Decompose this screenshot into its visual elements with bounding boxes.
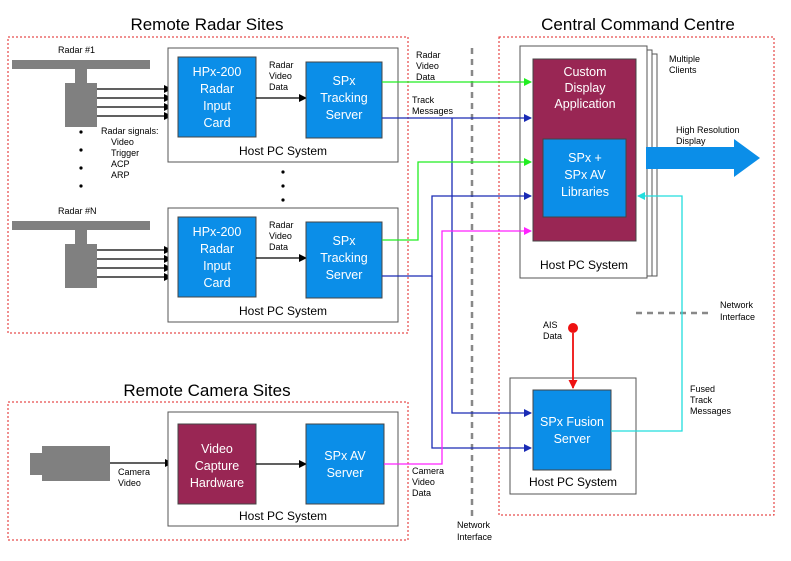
radar-video-data-label-2: Video bbox=[416, 61, 439, 71]
av-server-line-1: SPx AV bbox=[324, 449, 366, 463]
radarN-card-line-1: HPx-200 bbox=[193, 225, 242, 239]
high-res-label-1: High Resolution bbox=[676, 125, 740, 135]
radar-video-data-label-1: Radar bbox=[416, 50, 441, 60]
fused-label-3: Messages bbox=[690, 406, 732, 416]
radar1-name: Radar #1 bbox=[58, 45, 95, 55]
radar-signals-acp: ACP bbox=[111, 159, 130, 169]
remote-radar-title: Remote Radar Sites bbox=[130, 15, 283, 34]
camera-video-link bbox=[384, 227, 532, 465]
video-capture-line-3: Hardware bbox=[190, 476, 244, 490]
radar-ellipsis-dots bbox=[79, 130, 285, 202]
radar1-tracker-box bbox=[305, 61, 383, 139]
radar1-video-label-3: Data bbox=[269, 82, 288, 92]
radar1-card-line-1: HPx-200 bbox=[193, 65, 242, 79]
av-server-box bbox=[305, 423, 385, 505]
fused-label-2: Track bbox=[690, 395, 713, 405]
radarN-antenna-icon bbox=[12, 221, 150, 288]
radar1-tracker-line-3: Server bbox=[326, 108, 363, 122]
radarN-tracker-line-1: SPx bbox=[333, 234, 357, 248]
remote-radar-region bbox=[7, 36, 409, 334]
display-app-line-1: Custom bbox=[563, 65, 606, 79]
radar1-video-label-1: Radar bbox=[269, 60, 294, 70]
radar1-host-label: Host PC System bbox=[239, 144, 327, 158]
network-interface-bottom-label-2: Interface bbox=[457, 532, 492, 542]
remote-camera-region bbox=[7, 401, 409, 541]
fused-label-1: Fused bbox=[690, 384, 715, 394]
radarN-card-line-2: Radar bbox=[200, 242, 234, 256]
radarN-card-line-4: Card bbox=[203, 276, 230, 290]
radar1-card-line-4: Card bbox=[203, 116, 230, 130]
radar-signals-video: Video bbox=[111, 137, 134, 147]
radar1-card-line-2: Radar bbox=[200, 82, 234, 96]
video-capture-box bbox=[177, 423, 257, 505]
camera-video-in-label-1: Camera bbox=[118, 467, 150, 477]
ais-label-1: AIS bbox=[543, 320, 558, 330]
radar1-video-label-2: Video bbox=[269, 71, 292, 81]
radar1-tracker-line-2: Tracking bbox=[320, 91, 368, 105]
radarN-video-label-3: Data bbox=[269, 242, 288, 252]
radar1-antenna-icon bbox=[12, 60, 150, 127]
radarN-name: Radar #N bbox=[58, 206, 97, 216]
radar1-signal-arrows bbox=[97, 85, 172, 120]
radar-signals-arp: ARP bbox=[111, 170, 130, 180]
multiple-clients-label-2: Clients bbox=[669, 65, 697, 75]
camera-video-out-label-1: Camera bbox=[412, 466, 444, 476]
radar1-card-box bbox=[177, 56, 257, 138]
central-command-title: Central Command Centre bbox=[541, 15, 735, 34]
camera-host-label: Host PC System bbox=[239, 509, 327, 523]
multiple-clients-label-1: Multiple bbox=[669, 54, 700, 64]
libraries-line-2: SPx AV bbox=[564, 168, 606, 182]
radarN-tracker-line-2: Tracking bbox=[320, 251, 368, 265]
network-interface-legend-label-1: Network bbox=[720, 300, 754, 310]
radar1-track-to-fusion bbox=[451, 118, 532, 417]
libraries-line-3: Libraries bbox=[561, 185, 609, 199]
fusion-host-label: Host PC System bbox=[529, 475, 617, 489]
radar-signals-title: Radar signals: bbox=[101, 126, 159, 136]
track-messages-label-1: Track bbox=[412, 95, 435, 105]
radarN-video-label-2: Video bbox=[269, 231, 292, 241]
radar-signals-trigger: Trigger bbox=[111, 148, 139, 158]
fusion-server-line-1: SPx Fusion bbox=[540, 415, 604, 429]
central-host-label: Host PC System bbox=[540, 258, 628, 272]
radarN-video-label-1: Radar bbox=[269, 220, 294, 230]
radarN-signal-arrows bbox=[97, 246, 172, 281]
remote-camera-title: Remote Camera Sites bbox=[123, 381, 290, 400]
libraries-box bbox=[542, 138, 627, 218]
radarN-track-to-fusion bbox=[431, 276, 532, 452]
fused-track-link bbox=[611, 192, 683, 432]
radar1-card-line-3: Input bbox=[203, 99, 231, 113]
fusion-server-box bbox=[532, 389, 612, 471]
display-app-line-2: Display bbox=[565, 81, 607, 95]
radarN-host-label: Host PC System bbox=[239, 304, 327, 318]
ais-source-dot bbox=[568, 323, 578, 333]
ais-label-2: Data bbox=[543, 331, 562, 341]
radarN-card-line-3: Input bbox=[203, 259, 231, 273]
central-command-region bbox=[498, 36, 775, 516]
video-capture-line-2: Capture bbox=[195, 459, 240, 473]
track-messages-label-2: Messages bbox=[412, 106, 454, 116]
radarN-tracker-line-3: Server bbox=[326, 268, 363, 282]
radarN-track-link bbox=[382, 192, 532, 277]
video-capture-line-1: Video bbox=[201, 442, 233, 456]
network-interface-legend-label-2: Interface bbox=[720, 312, 755, 322]
display-app-line-3: Application bbox=[554, 97, 615, 111]
network-interface-bottom-label-1: Network bbox=[457, 520, 491, 530]
camera-video-out-label-2: Video bbox=[412, 477, 435, 487]
camera-icon bbox=[30, 446, 110, 481]
high-res-label-2: Display bbox=[676, 136, 706, 146]
high-res-display-arrow bbox=[646, 139, 760, 177]
libraries-line-1: SPx + bbox=[568, 151, 602, 165]
radar1-tracker-line-1: SPx bbox=[333, 74, 357, 88]
camera-video-out-label-3: Data bbox=[412, 488, 431, 498]
fusion-server-line-2: Server bbox=[554, 432, 591, 446]
radarN-tracker-box bbox=[305, 221, 383, 299]
radarN-video-link bbox=[382, 158, 532, 241]
radarN-card-box bbox=[177, 216, 257, 298]
camera-video-in-label-2: Video bbox=[118, 478, 141, 488]
radar-video-data-label-3: Data bbox=[416, 72, 435, 82]
av-server-line-2: Server bbox=[327, 466, 364, 480]
